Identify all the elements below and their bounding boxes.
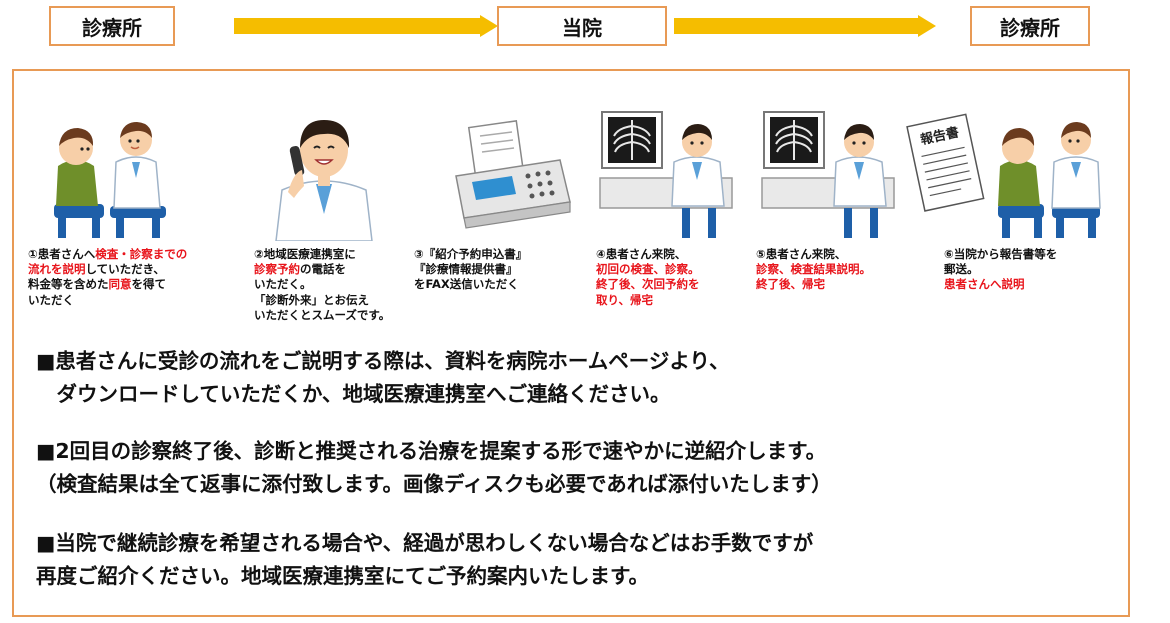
flow-arrow-right-icon <box>234 15 498 37</box>
note-rereferral: ■当院で継続診療を希望される場合や、経過が思わしくない場合などはお手数ですが 再… <box>36 531 814 588</box>
xray-doctor-illustration-icon <box>599 111 733 238</box>
step-2-caption: ②地域医療連携室に 診察予約の電話を いただく。 「診断外来」とお伝え いただく… <box>254 247 390 323</box>
caption-line: ②地域医療連携室に <box>254 247 356 261</box>
phone-call-illustration-icon <box>275 120 373 241</box>
caption-line: いただく <box>28 292 74 307</box>
caption-line: 「診断外来」とお伝え <box>254 292 369 307</box>
caption-line: 終了後、帰宅 <box>756 277 825 292</box>
xray-doctor-illustration-icon <box>761 111 895 238</box>
flow-label-hospital: 当院 <box>562 15 602 40</box>
step-1-caption: ①患者さんへ検査・診察までの 流れを説明していただき、 料金等を含めた同意を得て… <box>28 247 187 308</box>
flow-label-clinic-end: 診療所 <box>1000 15 1060 40</box>
caption-line: ③『紹介予約申込書』 <box>414 247 528 261</box>
caption-line: いただくとスムーズです。 <box>254 307 391 322</box>
caption-line: ④患者さん来院、 <box>596 247 687 261</box>
consultation-illustration-icon <box>54 122 166 238</box>
caption-line: をFAX送信いただく <box>414 277 519 292</box>
caption-line: 患者さんへ説明 <box>944 277 1025 292</box>
caption-line: 診察予約の電話を <box>254 262 346 277</box>
flow-box-hospital: 当院 <box>497 6 667 46</box>
step-4-caption: ④患者さん来院、 初回の検査、診察。 終了後、次回予約を 取り、帰宅 <box>596 247 700 308</box>
caption-line: ⑤患者さん来院、 <box>756 247 847 261</box>
caption-line: 料金等を含めた同意を得て <box>28 277 166 292</box>
step-6-caption: ⑥当院から報告書等を 郵送。 患者さんへ説明 <box>944 247 1057 293</box>
step-3-caption: ③『紹介予約申込書』 『診療情報提供書』 をFAX送信いただく <box>414 247 527 293</box>
caption-line: ⑥当院から報告書等を <box>944 247 1058 261</box>
caption-line: 郵送。 <box>944 262 979 277</box>
flow-arrow-right-icon <box>674 15 936 37</box>
caption-line: ①患者さんへ検査・診察までの <box>28 247 188 261</box>
caption-line: 取り、帰宅 <box>596 292 654 307</box>
report-label: 報告書 <box>919 124 960 148</box>
step-5-caption: ⑤患者さん来院、 診察、検査結果説明。 終了後、帰宅 <box>756 247 871 293</box>
fax-machine-illustration-icon <box>455 120 571 229</box>
caption-line: 初回の検査、診察。 <box>596 262 700 277</box>
report-consultation-illustration-icon: 報告書 <box>906 113 1101 238</box>
flow-box-clinic-start: 診療所 <box>49 6 175 46</box>
note-reverse-referral: ■2回目の診察終了後、診断と推奨される治療を提案する形で速やかに逆紹介します。 … <box>36 439 832 496</box>
process-panel: 報告書 ①患者さんへ検査・診察までの 流れを説明していただき、 料金等を含めた同… <box>12 69 1130 617</box>
caption-line: 終了後、次回予約を <box>596 277 700 292</box>
caption-line: 『診療情報提供書』 <box>414 262 518 277</box>
caption-line: 診察、検査結果説明。 <box>756 262 871 277</box>
caption-line: いただく。 <box>254 277 312 292</box>
caption-line: 流れを説明していただき、 <box>28 262 165 277</box>
note-download-materials: ■患者さんに受診の流れをご説明する際は、資料を病院ホームページより、 ダウンロー… <box>36 349 730 406</box>
flow-box-clinic-end: 診療所 <box>970 6 1090 46</box>
flow-label-clinic-start: 診療所 <box>82 15 142 40</box>
